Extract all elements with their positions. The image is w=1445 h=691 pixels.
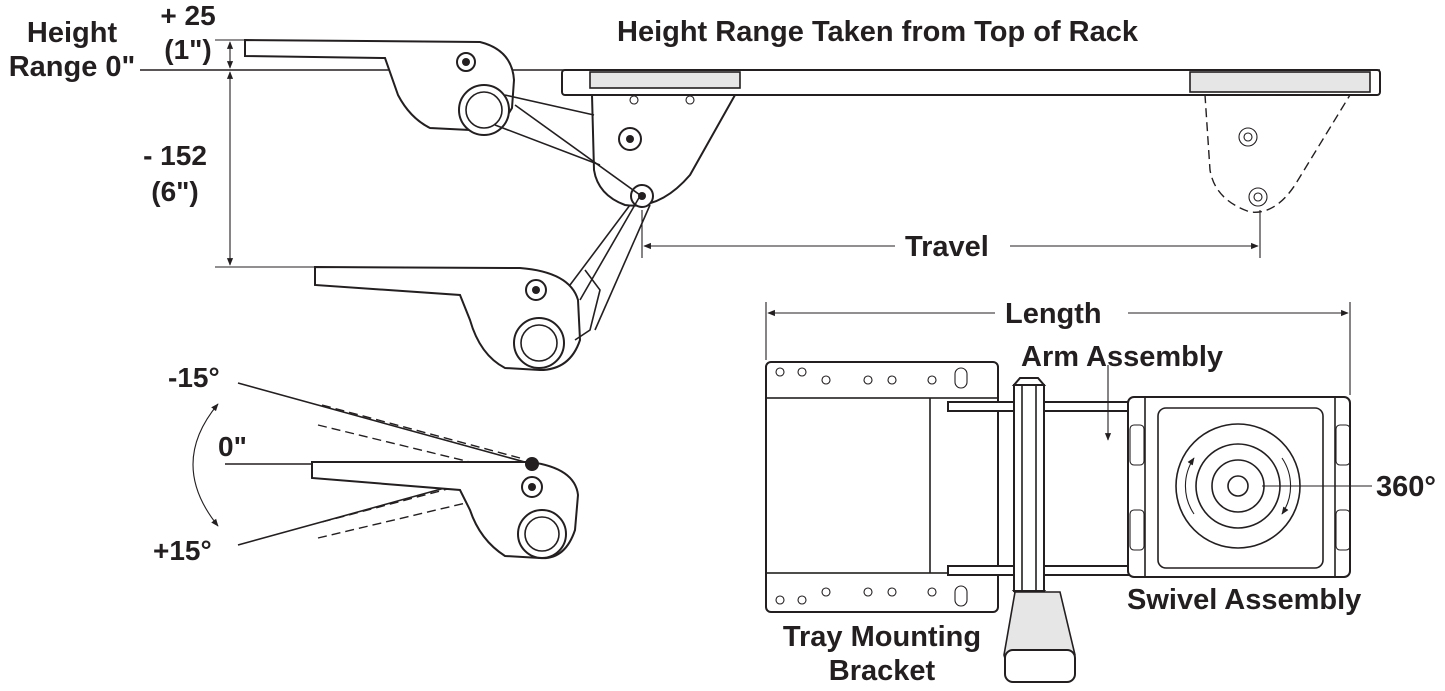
- pivot-point: [525, 457, 539, 471]
- tilt-line-minus15: [237, 382, 533, 465]
- diagram-title: Height Range Taken from Top of Rack: [617, 16, 1138, 48]
- tilt-view: [192, 382, 580, 560]
- length-label: Length: [1005, 298, 1102, 330]
- minus-152-inch-label: (6"): [151, 176, 199, 207]
- tray-mounting-bracket-label: Tray Mounting Bracket: [782, 621, 982, 687]
- plus-25-inch-label: (1"): [164, 34, 212, 65]
- plus-25-label: + 25: [160, 0, 216, 31]
- rack-rail: [561, 69, 1381, 96]
- height-range-zero-label: Height Range 0": [8, 17, 136, 83]
- height-range-view: [140, 38, 1381, 372]
- tilt-minus-15-label: -15°: [168, 362, 220, 393]
- tilt-angle-arc: [192, 403, 219, 527]
- rail-mount-plate: [589, 71, 741, 89]
- minus-152-label: - 152: [143, 140, 207, 171]
- plan-view: [765, 302, 1372, 683]
- rail-end-cap: [1189, 71, 1371, 93]
- tilt-plus-15-label: +15°: [153, 535, 212, 566]
- travel-end-bracket: [1204, 94, 1352, 213]
- tray-arm-level: [311, 461, 580, 560]
- swivel-assembly-label: Swivel Assembly: [1127, 584, 1362, 616]
- arm-hinge-post: [1013, 384, 1045, 592]
- hinge-bracket: [590, 94, 737, 207]
- tilt-zero-label: 0": [218, 431, 247, 462]
- travel-label: Travel: [905, 231, 989, 263]
- swivel-360-label: 360°: [1376, 471, 1436, 503]
- arm-assembly-label: Arm Assembly: [1021, 341, 1224, 373]
